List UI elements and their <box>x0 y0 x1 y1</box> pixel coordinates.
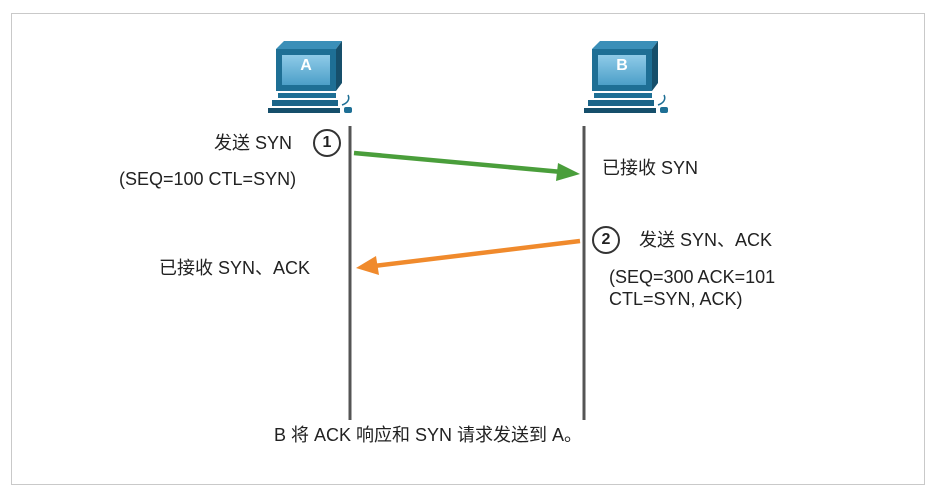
step-2-number: 2 <box>601 231 611 248</box>
step-2-detail-line-1: (SEQ=300 ACK=101 <box>609 267 776 287</box>
diagram-caption: B 将 ACK 响应和 SYN 请求发送到 A。 <box>274 425 583 445</box>
syn-arrow <box>353 150 580 181</box>
step-2-received-label: 已接收 SYN、ACK <box>159 258 311 278</box>
host-b-label: B <box>616 57 628 74</box>
syn-ack-arrow <box>356 238 581 275</box>
diagram-frame <box>11 13 925 485</box>
step-1-detail: (SEQ=100 CTL=SYN) <box>119 169 297 189</box>
host-a-label: A <box>300 57 312 74</box>
host-b-computer-icon <box>583 40 669 114</box>
step-2-badge <box>592 226 620 254</box>
step-2-send-label: 发送 SYN、ACK <box>639 230 773 250</box>
step-1-send-label: 发送 SYN <box>214 133 293 153</box>
step-1-received-label: 已接收 SYN <box>602 158 699 178</box>
step-1-number: 1 <box>322 134 332 151</box>
step-1-badge <box>313 129 341 157</box>
host-a-computer-icon <box>267 40 353 114</box>
step-2-detail-line-2: CTL=SYN, ACK) <box>609 289 743 309</box>
